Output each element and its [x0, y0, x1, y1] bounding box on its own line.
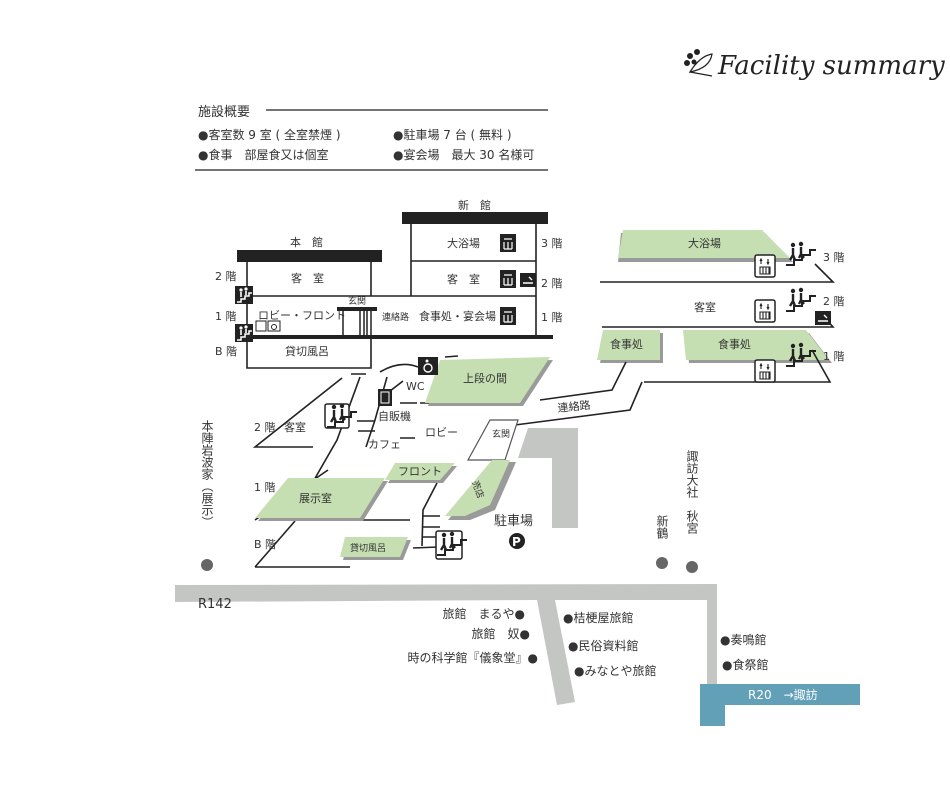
room-label: 食事処 — [610, 337, 643, 351]
room-label: フロント — [398, 465, 442, 478]
vending-machine-icon — [378, 389, 392, 406]
smoking-icon — [519, 272, 537, 288]
wheelchair-icon — [418, 357, 438, 375]
room-label: 客 室 — [447, 272, 480, 286]
wc-label: WC — [406, 380, 425, 393]
room-label: ロビー・フロント — [258, 309, 346, 322]
entrance-label: 玄関 — [348, 295, 366, 307]
place-label: ●みなとや旅館 — [574, 663, 656, 678]
building-section-diagram: 新 館 本 館 2 階 1 階 B 階 客 室 ロビー・フロント 貸切風呂 玄関… — [215, 198, 563, 369]
place-label: ●民俗資料館 — [568, 638, 638, 653]
room-label: 上段の間 — [463, 371, 507, 385]
corridor-label: 連絡路 — [382, 311, 409, 323]
stairs-icon — [784, 286, 818, 313]
summary-rooms: ●客室数 9 室 ( 全室禁煙 ) — [198, 127, 341, 142]
smoking-icon — [814, 310, 832, 326]
page-title: Facility summary — [717, 51, 945, 81]
room-label: 客室 — [694, 300, 716, 314]
lobby-label: ロビー — [425, 426, 458, 439]
place-label: 時の科学館『儀象堂』● — [408, 650, 538, 665]
annex-3d-diagram: 大浴場 客室 食事処 食事処 連絡路 3 階 2 階 1 階 — [514, 230, 845, 426]
place-label: ●食祭館 — [722, 657, 768, 672]
honjin-label: 本陣岩波家（展示） — [200, 420, 214, 528]
floor-label: B 階 — [254, 537, 276, 551]
floor-label: B 階 — [215, 344, 237, 358]
parking-icon-letter: P — [512, 535, 521, 549]
floor-label: 1 階 — [215, 309, 237, 323]
summary-meals: ●食事 部屋食又は個室 — [198, 147, 328, 162]
shinkan-label: 新 館 — [458, 198, 491, 212]
suwa-taisha-label: 諏訪大社 秋宮 — [685, 449, 699, 534]
stairs-icon — [234, 323, 254, 343]
place-label: ●奏鳴館 — [720, 632, 766, 647]
room-label: 展示室 — [299, 491, 332, 505]
floor-label: 2 階 — [541, 276, 563, 290]
main-building-3d: 上段の間 WC 自販機 カフェ ロビー 2 階 客室 1 階 B 階 玄関 売店… — [252, 355, 578, 568]
summary-banquet: ●宴会場 最大 30 名様可 — [393, 147, 534, 162]
corridor-label: 連絡路 — [557, 398, 591, 415]
elevator-icon — [754, 359, 776, 383]
summary-heading: 施設概要 — [198, 104, 250, 120]
floor-label: 3 階 — [541, 236, 563, 250]
entrance-icon — [337, 307, 377, 336]
floor-label: 1 階 — [254, 480, 276, 494]
room-label: 貸切風呂 — [350, 542, 386, 554]
place-label: ●桔梗屋旅館 — [563, 610, 633, 625]
room-label: 大浴場 — [447, 236, 480, 250]
floor-label: 1 階 — [541, 310, 563, 324]
elevator-icon — [754, 299, 776, 323]
honkan-label: 本 館 — [290, 235, 323, 249]
elevator-icon — [499, 269, 517, 289]
place-label: 旅館 まるや● — [443, 606, 525, 621]
stairs-icon — [234, 285, 254, 305]
wheelchair-icon — [267, 320, 281, 332]
entrance-label: 玄関 — [492, 428, 510, 440]
vending-icon — [255, 320, 267, 332]
cafe-label: カフェ — [368, 438, 401, 451]
facility-summary: 施設概要 ●客室数 9 室 ( 全室禁煙 ) ●駐車場 7 台 ( 無料 ) ●… — [195, 104, 548, 171]
parking-label: 駐車場 — [494, 514, 533, 529]
r20-label: R20 →諏訪 — [748, 687, 818, 702]
room-label: 食事処 — [718, 337, 751, 351]
shintsuru-label: 新鶴 — [655, 514, 669, 540]
elevator-icon — [499, 306, 517, 326]
floor-label: 2 階 — [823, 294, 845, 308]
parking-icon — [509, 533, 525, 549]
vending-label: 自販機 — [378, 409, 411, 423]
room-label: 食事処・宴会場 — [419, 309, 496, 323]
summary-parking: ●駐車場 7 台 ( 無料 ) — [393, 127, 512, 142]
floor-label: 1 階 — [823, 349, 845, 363]
area-map: R20 →諏訪 R142 本陣岩波家（展示） 諏訪大社 秋宮 新鶴 旅館 まるや… — [175, 420, 860, 726]
floor-label: 3 階 — [823, 250, 845, 264]
room-label: 客 室 — [291, 271, 324, 285]
room-label: 客室 — [284, 420, 306, 434]
floor-label: 2 階 — [215, 269, 237, 283]
elevator-icon — [499, 233, 517, 253]
leaf-logo-icon — [684, 49, 713, 77]
room-label: 大浴場 — [688, 236, 721, 250]
r142-label: R142 — [198, 597, 232, 612]
room-label: 貸切風呂 — [285, 344, 329, 358]
floor-label: 2 階 — [254, 420, 276, 434]
elevator-icon — [754, 254, 776, 278]
place-label: 旅館 奴● — [472, 626, 530, 641]
